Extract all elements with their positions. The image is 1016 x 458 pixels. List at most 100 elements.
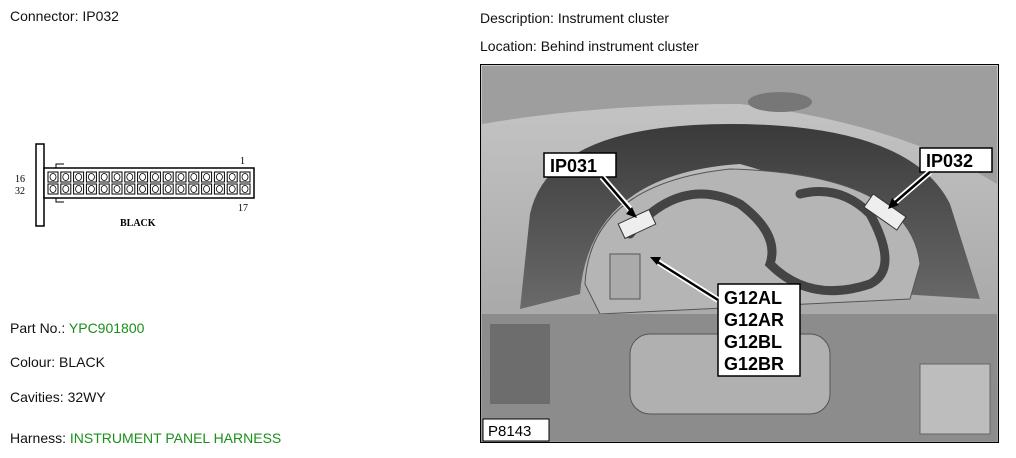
connector-pin [213, 183, 225, 195]
connector-pin-contact [177, 173, 185, 181]
connector-pin [98, 171, 110, 183]
connector-pin-contact [203, 185, 211, 193]
ground-label: G12BR [724, 354, 784, 374]
connector-pin [47, 171, 59, 183]
arrowhead-ip031 [626, 207, 637, 218]
vent-light [748, 92, 812, 112]
connector-pin-contact [62, 173, 70, 181]
pin-row-top [47, 171, 251, 183]
connector-label: Connector: [10, 8, 79, 24]
connector-pin [73, 171, 85, 183]
connector-line: Connector: IP032 [10, 8, 119, 24]
connector-pin [98, 183, 110, 195]
connector-pin [226, 183, 238, 195]
latch-top [55, 163, 64, 168]
connector-pin-contact [126, 185, 134, 193]
connector-pin-contact [62, 185, 70, 193]
pin-label-32: 32 [15, 186, 25, 197]
connector-pin-contact [139, 173, 147, 181]
connector-pin-contact [203, 173, 211, 181]
description-line: Description: Instrument cluster [480, 10, 669, 26]
cavities-line: Cavities: 32WY [10, 389, 106, 405]
connector-pin-contact [88, 185, 95, 193]
cluster-hood [520, 124, 980, 309]
connector-pin-contact [215, 173, 223, 181]
colour-line: Colour: BLACK [10, 354, 105, 370]
connector-pin-contact [215, 185, 223, 193]
pin-row-bottom [47, 183, 251, 195]
connector-pin-contact [241, 173, 249, 181]
arrow-ip031-inner [601, 176, 633, 213]
connector-pin-contact [100, 173, 108, 181]
connector-pin-contact [113, 173, 121, 181]
connector-pin-contact [100, 185, 108, 193]
connector-pin-contact [49, 185, 57, 193]
wiring-harness [625, 187, 890, 296]
connector-pin [137, 171, 149, 183]
connector-pin-contact [139, 185, 147, 193]
pin-label-1: 1 [240, 156, 245, 167]
pin-label-17: 17 [238, 203, 248, 214]
figure-id: P8143 [488, 423, 531, 440]
location-line: Location: Behind instrument cluster [480, 38, 699, 54]
connector-pin [124, 183, 136, 195]
callout-box-ip031 [543, 152, 617, 178]
connector-pin-contact [190, 185, 198, 193]
connector-pin [162, 171, 174, 183]
arrow-ip032-inner [892, 171, 931, 205]
side-bracket-right [919, 363, 991, 435]
connector-pin [111, 171, 123, 183]
arrowhead-ip032 [888, 198, 899, 209]
ground-label: G12AR [724, 310, 784, 330]
connector-value: IP032 [82, 8, 119, 24]
part-no-link[interactable]: YPC901800 [68, 320, 145, 336]
connector-pinout-diagram: 1 16 32 17 BLACK [15, 143, 255, 229]
harness-label: Harness: [10, 430, 67, 446]
connector-pin-contact [190, 173, 198, 181]
colour-label: Colour: [10, 354, 56, 370]
harness-line: Harness: INSTRUMENT PANEL HARNESS [10, 430, 281, 446]
connector-pin [85, 171, 97, 183]
figure-id-box [482, 418, 550, 442]
latch-bottom [55, 198, 64, 203]
ground-label: G12AL [724, 288, 782, 308]
pin-label-16: 16 [15, 174, 25, 185]
location-label: Location: [480, 38, 537, 54]
connector-pin [60, 183, 72, 195]
connector-pin [201, 183, 213, 195]
location-value: Behind instrument cluster [540, 38, 699, 54]
connector-pin [162, 183, 174, 195]
connector-pin-contact [49, 173, 57, 181]
connector-pin [175, 183, 187, 195]
connector-pin [149, 183, 161, 195]
connector-pin [60, 171, 72, 183]
connector-pin-contact [241, 185, 249, 193]
connector-pin-contact [88, 173, 95, 181]
description-value: Instrument cluster [557, 10, 670, 26]
connector-pin [85, 183, 97, 195]
connector-pin [175, 171, 187, 183]
connector-pin-contact [75, 173, 82, 181]
dashboard-top [482, 66, 997, 184]
connector-pin [213, 171, 225, 183]
callout-box-ip032 [919, 147, 993, 173]
connector-pin-contact [75, 185, 82, 193]
connector-pin-contact [113, 185, 121, 193]
connector-pin [188, 171, 200, 183]
harness-link[interactable]: INSTRUMENT PANEL HARNESS [69, 430, 282, 446]
cavities-label: Cavities: [10, 389, 64, 405]
colour-value: BLACK [59, 354, 105, 370]
connector-pin [47, 183, 59, 195]
part-no-label: Part No.: [10, 320, 66, 336]
connector-pin-contact [151, 185, 159, 193]
connector-pin-contact [164, 185, 172, 193]
connector-pin [226, 171, 238, 183]
ground-label: G12BL [724, 332, 782, 352]
connector-pin-contact [228, 173, 236, 181]
callout-ip032: IP032 [926, 151, 973, 171]
connector-flange [35, 143, 45, 227]
callout-ip031: IP031 [550, 156, 597, 176]
connector-pin-contact [151, 173, 159, 181]
